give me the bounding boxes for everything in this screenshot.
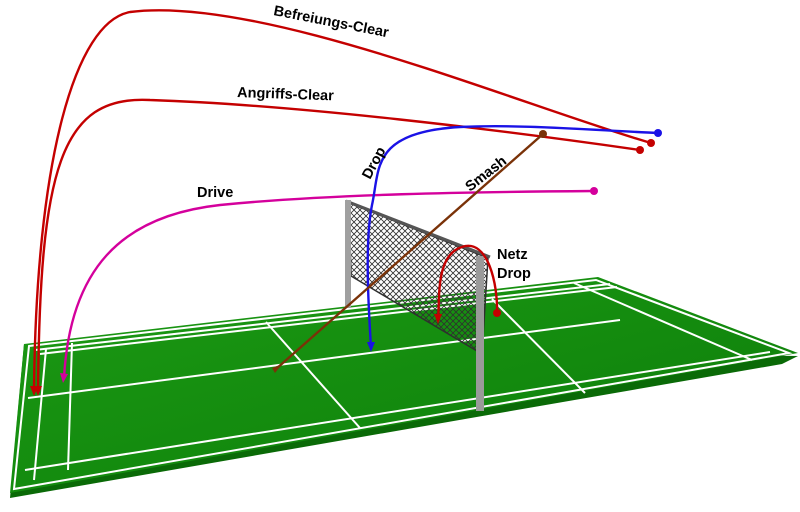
arrow-smash [272, 364, 282, 373]
short-service-line-right [491, 298, 586, 394]
arrow-netz-drop [434, 314, 442, 324]
center-line [27, 319, 621, 399]
court-lines [12, 278, 793, 491]
shot-start-points [493, 129, 662, 317]
trajectory-angriffs-clear [36, 98, 642, 394]
landing-arrows [30, 314, 442, 396]
start-point-befreiungs-clear [647, 139, 655, 147]
singles-sideline-far [34, 283, 611, 351]
long-service-line-right [573, 282, 753, 361]
trajectory-smash [274, 132, 545, 371]
doubles-sideline-far [39, 286, 618, 355]
start-point-drop [654, 129, 662, 137]
trajectories [32, 9, 660, 394]
start-point-netz-drop [493, 309, 501, 317]
label-smash: Smash [463, 153, 510, 195]
label-befreiungs-clear: Befreiungs-Clear [272, 3, 390, 41]
trajectory-befreiungs-clear [32, 9, 653, 394]
short-service-line-left [265, 321, 361, 429]
start-point-drive [590, 187, 598, 195]
back-doubles-service-line-left [67, 342, 73, 471]
label-drop: Drop [359, 144, 389, 182]
doubles-sideline-near [24, 351, 771, 471]
label-netz-drop-line1: Netz [497, 247, 528, 263]
trajectory-drop [366, 124, 660, 349]
arrow-drop [367, 342, 375, 352]
arrow-drive [60, 373, 68, 383]
net-post-near [476, 256, 484, 411]
trajectory-drive [62, 189, 596, 380]
start-point-smash [539, 130, 547, 138]
long-service-line-left [33, 348, 47, 481]
arrow-angriffs-clear [34, 386, 42, 396]
label-netz-drop-line2: Drop [497, 266, 531, 282]
trajectory-netz-drop [436, 244, 499, 322]
court [10, 277, 798, 498]
net-post-far [345, 200, 351, 308]
label-angriffs-clear: Angriffs-Clear [237, 85, 335, 104]
start-point-angriffs-clear [636, 146, 644, 154]
label-drive: Drive [197, 185, 233, 201]
